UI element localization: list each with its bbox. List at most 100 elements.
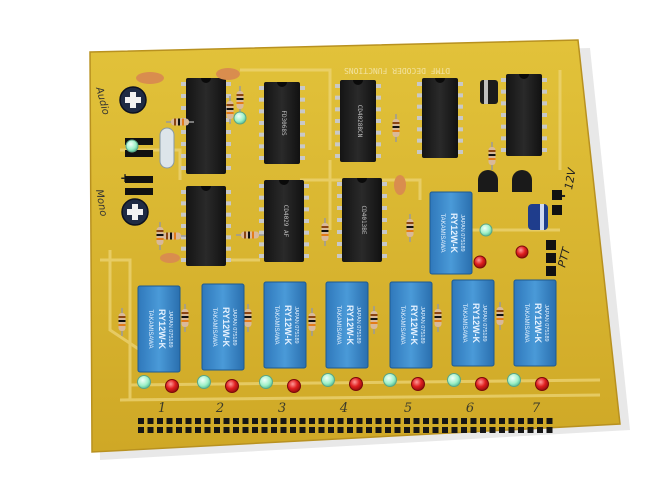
led-red bbox=[475, 377, 489, 391]
resistor bbox=[370, 306, 378, 334]
resistor bbox=[226, 96, 234, 124]
trimmer-pot-mono[interactable] bbox=[121, 198, 149, 226]
bottom-pin-header bbox=[138, 418, 553, 433]
relay-marking: TAKAMISAWA bbox=[211, 307, 217, 346]
relay-marking: JAPAN 075189 bbox=[459, 214, 465, 251]
led-green bbox=[197, 375, 211, 389]
led-green bbox=[383, 373, 397, 387]
ic-marking: CD4029 AF bbox=[282, 205, 289, 238]
channel-number: 6 bbox=[466, 401, 474, 416]
relay-marking: RY12W-K bbox=[471, 303, 481, 343]
led-red bbox=[411, 377, 425, 391]
relay-marking: TAKAMISAWA bbox=[523, 303, 529, 342]
led-red bbox=[165, 379, 179, 393]
led-red bbox=[535, 377, 549, 391]
led-green bbox=[479, 223, 493, 237]
jumper-header-mono bbox=[125, 176, 153, 195]
led-green bbox=[321, 373, 335, 387]
resistor bbox=[181, 304, 189, 332]
silkscreen-title: DTMF DECODER FUNCTIONS bbox=[344, 66, 450, 75]
resistor bbox=[321, 218, 329, 246]
relay-marking: JAPAN 075189 bbox=[419, 306, 425, 343]
ceramic-capacitor bbox=[160, 253, 180, 263]
mono-label: Mono bbox=[93, 189, 109, 218]
ic-chip bbox=[501, 74, 547, 156]
resistor bbox=[236, 231, 264, 239]
relay-marking: RY12W-K bbox=[533, 303, 543, 343]
led-green bbox=[447, 373, 461, 387]
relay-marking: RY12W-K bbox=[449, 213, 459, 253]
ic-chip: FD3068S bbox=[259, 82, 305, 164]
resistor bbox=[392, 114, 400, 142]
ceramic-capacitor bbox=[394, 175, 406, 195]
ic-chip: CD4028BCN bbox=[335, 80, 381, 162]
resistor bbox=[156, 222, 164, 250]
channel-number: 5 bbox=[404, 401, 412, 416]
led-red bbox=[349, 377, 363, 391]
ptt-label: PTT bbox=[555, 245, 573, 269]
relay-marking: JAPAN 075189 bbox=[543, 304, 549, 341]
ic-chip bbox=[181, 78, 231, 174]
relay-marking: JAPAN 075189 bbox=[293, 306, 299, 343]
relay-marking: RY12W-K bbox=[221, 307, 231, 347]
led-red bbox=[225, 379, 239, 393]
resistor bbox=[244, 304, 252, 332]
power-header bbox=[552, 190, 562, 215]
ic-marking: FD3068S bbox=[280, 110, 287, 136]
relay-marking: RY12W-K bbox=[157, 309, 167, 349]
minus-label: - bbox=[560, 188, 566, 204]
relay-marking: TAKAMISAWA bbox=[399, 305, 405, 344]
resistor bbox=[406, 214, 414, 242]
led-green bbox=[507, 373, 521, 387]
ptt-header bbox=[546, 240, 556, 276]
led-green bbox=[137, 375, 151, 389]
relay-marking: RY12W-K bbox=[409, 305, 419, 345]
resistor bbox=[118, 308, 126, 336]
channel-number: 4 bbox=[339, 401, 348, 416]
led-green bbox=[125, 139, 139, 153]
electrolytic-capacitor bbox=[480, 80, 498, 104]
relay-marking: TAKAMISAWA bbox=[439, 213, 445, 252]
ic-chip bbox=[417, 78, 463, 158]
jumper-header-audio bbox=[125, 138, 153, 157]
relay-marking: TAKAMISAWA bbox=[147, 309, 153, 348]
channel-number: 7 bbox=[532, 401, 541, 416]
relay-marking: JAPAN 075189 bbox=[481, 304, 487, 341]
resistor bbox=[166, 118, 194, 126]
power-label: 12V bbox=[562, 166, 579, 191]
resistor bbox=[308, 308, 316, 336]
ceramic-capacitor bbox=[136, 72, 164, 84]
electrolytic-capacitor-blue bbox=[528, 204, 548, 230]
ic-chip: CD4013BE bbox=[337, 178, 387, 262]
resistor bbox=[434, 304, 442, 332]
crystal-oscillator bbox=[159, 127, 175, 169]
resistor bbox=[496, 302, 504, 330]
relay-marking: JAPAN 075189 bbox=[167, 310, 173, 347]
relay-marking: TAKAMISAWA bbox=[335, 305, 341, 344]
channel-number: 1 bbox=[158, 401, 166, 416]
led-red bbox=[515, 245, 529, 259]
relay-marking: TAKAMISAWA bbox=[461, 303, 467, 342]
ceramic-capacitor bbox=[216, 68, 240, 80]
relay-marking: TAKAMISAWA bbox=[273, 305, 279, 344]
channel-number: 2 bbox=[215, 401, 224, 416]
relay-marking: JAPAN 075189 bbox=[231, 308, 237, 345]
ic-chip: CD4029 AF bbox=[259, 180, 309, 262]
ic-marking: CD4028BCN bbox=[356, 105, 363, 138]
transistor bbox=[512, 170, 532, 192]
led-green bbox=[233, 111, 247, 125]
led-green bbox=[259, 375, 273, 389]
resistor bbox=[236, 86, 244, 114]
channel-number: 3 bbox=[278, 401, 286, 416]
led-red bbox=[473, 255, 487, 269]
trimmer-pot-audio[interactable] bbox=[119, 86, 147, 114]
relay-marking: RY12W-K bbox=[283, 305, 293, 345]
